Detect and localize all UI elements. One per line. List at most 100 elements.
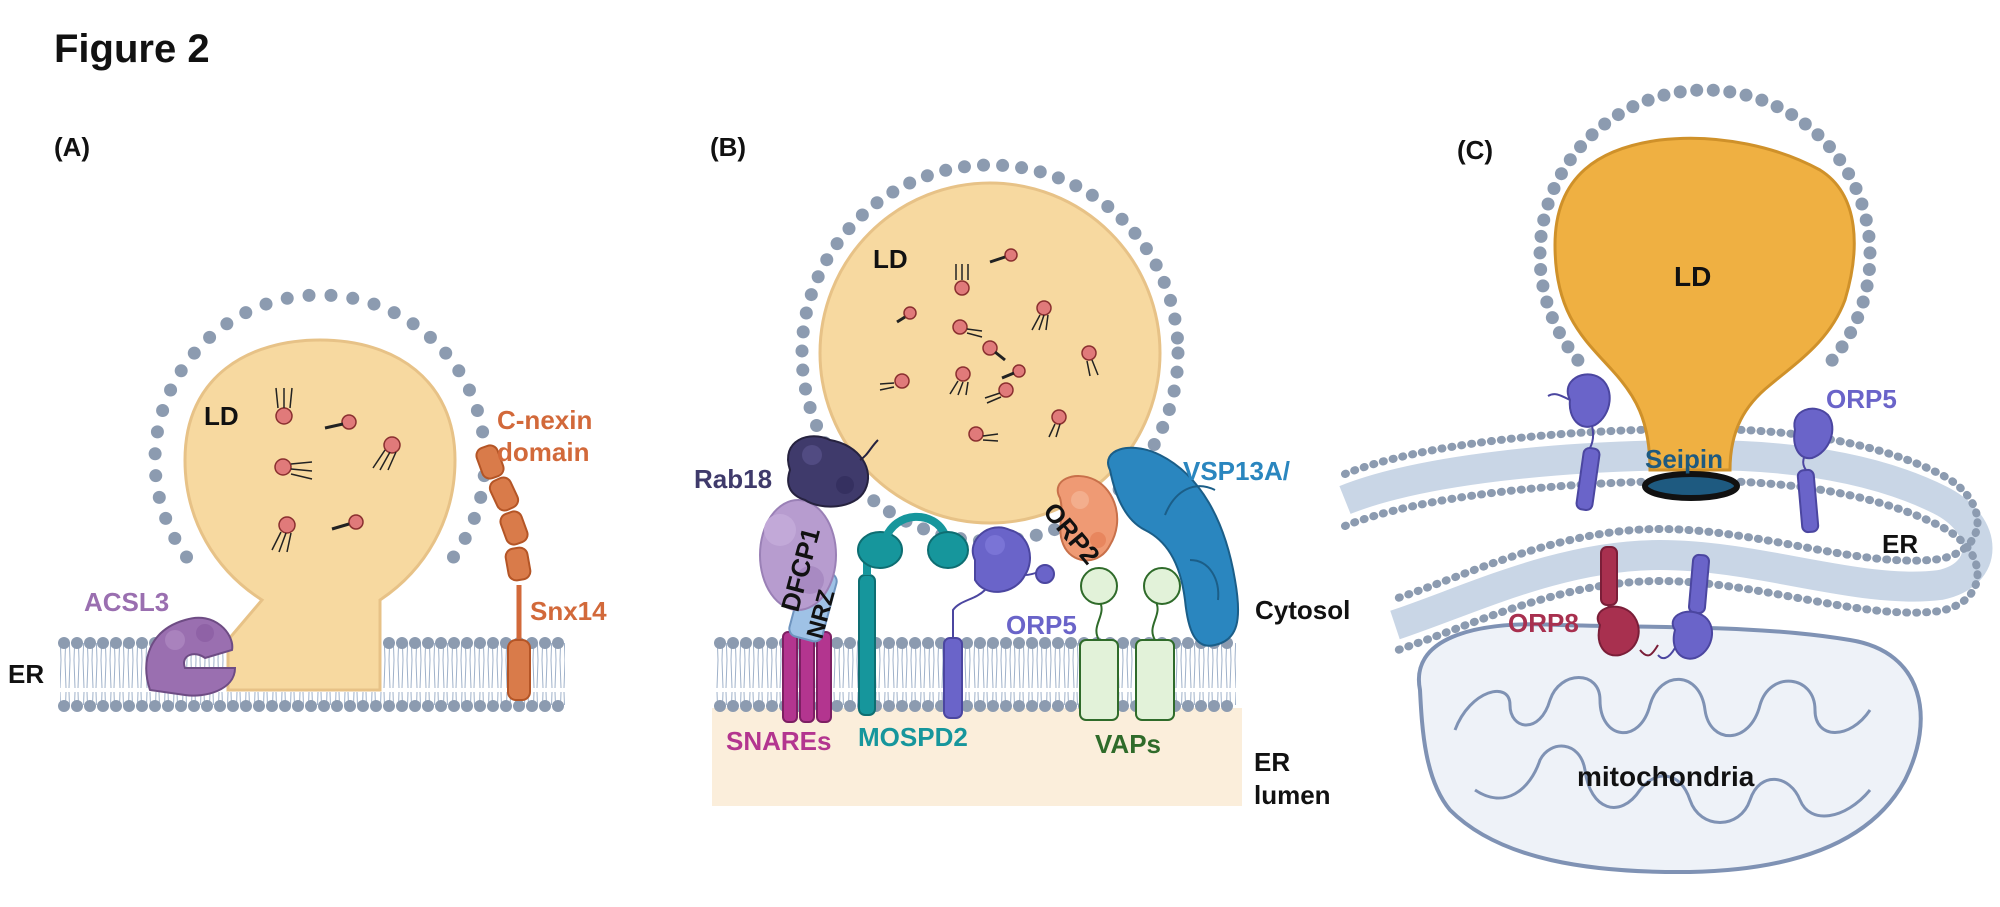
lipid-head <box>1723 85 1737 99</box>
lipid-head <box>279 700 291 712</box>
orp5-protein-c-left <box>1547 373 1611 512</box>
panel-a: (A) <box>8 132 607 712</box>
lipid-head <box>461 700 473 712</box>
lipid-head <box>1706 83 1720 97</box>
lipid-head <box>830 237 844 251</box>
lipid-head <box>1147 438 1161 452</box>
lipid-head <box>820 253 834 267</box>
er-lumen-label-line2: lumen <box>1254 780 1331 810</box>
lipid-head <box>1755 93 1769 107</box>
lipid-head <box>470 404 484 418</box>
lipid-head <box>331 700 343 712</box>
vaps-label: VAPs <box>1095 729 1161 759</box>
lipid-head <box>987 700 999 712</box>
lipid-head <box>1798 117 1812 131</box>
lipid-head <box>1534 262 1548 276</box>
mospd2-label: MOSPD2 <box>858 722 968 752</box>
lipid-head <box>883 637 895 649</box>
lipid-head <box>1128 226 1142 240</box>
lipid-head <box>1048 523 1062 537</box>
lipid-head <box>84 700 96 712</box>
lipid-head <box>526 700 538 712</box>
lipid-head <box>766 700 778 712</box>
lipid-head <box>305 700 317 712</box>
lipid-head <box>387 306 401 320</box>
lipid-head <box>152 490 166 504</box>
panel-b: (B) <box>694 132 1350 810</box>
lipid-head <box>71 700 83 712</box>
lipid-head <box>1811 128 1825 142</box>
lipid-head <box>896 700 908 712</box>
snx14-label: Snx14 <box>530 596 607 626</box>
lipid-head <box>882 505 896 519</box>
lipid-head <box>1863 246 1877 260</box>
lipid-head <box>1015 161 1029 175</box>
lipid-head <box>71 637 83 649</box>
lipid-head <box>1571 353 1585 367</box>
lipid-head <box>1626 100 1640 114</box>
lipid-head <box>903 176 917 190</box>
lipid-head <box>513 700 525 712</box>
lipid-head <box>714 700 726 712</box>
lipid-head <box>1033 165 1047 179</box>
lipid-head <box>1013 637 1025 649</box>
lipid-head <box>1739 88 1753 102</box>
neutral-lipids-b <box>879 248 1099 442</box>
lipid-head <box>383 700 395 712</box>
lipid-head <box>867 494 881 508</box>
lipid-head <box>1171 346 1185 360</box>
lipid-head <box>452 364 466 378</box>
lipid-head <box>467 511 481 525</box>
lipid-head <box>435 637 447 649</box>
orp5-protein-c-lower <box>1657 553 1714 660</box>
cytosol-label: Cytosol <box>1255 595 1350 625</box>
lipid-head <box>842 222 856 236</box>
lipid-head <box>1673 85 1687 99</box>
ld-label-b: LD <box>873 244 908 274</box>
lipid-head <box>1039 637 1051 649</box>
lipid-head <box>110 700 122 712</box>
lipid-head <box>961 700 973 712</box>
lipid-head <box>396 637 408 649</box>
lipid-head <box>409 700 421 712</box>
lipid-head <box>1117 637 1129 649</box>
lipid-head <box>174 364 188 378</box>
lipid-head <box>474 637 486 649</box>
lipid-head <box>1851 311 1865 325</box>
lipid-head <box>1540 295 1554 309</box>
acsl3-label: ACSL3 <box>84 587 169 617</box>
lipid-head <box>458 531 472 545</box>
lipid-head <box>1842 167 1856 181</box>
lipid-head <box>175 700 187 712</box>
lipid-head <box>1541 197 1555 211</box>
orp5-label-b: ORP5 <box>1006 610 1077 640</box>
lipid-head <box>446 550 460 564</box>
lipid-head <box>462 383 476 397</box>
lipid-head <box>957 160 971 174</box>
lipid-head <box>1221 700 1233 712</box>
orp2-protein <box>1056 475 1119 562</box>
lipid-head <box>324 288 338 302</box>
lipid-head <box>1585 128 1599 142</box>
lipid-head <box>150 425 164 439</box>
lipid-head <box>474 700 486 712</box>
lipid-head <box>1537 213 1551 227</box>
lipid-head <box>1051 171 1065 185</box>
lipid-head <box>409 637 421 649</box>
lipid-head <box>136 637 148 649</box>
ld-label-a: LD <box>204 401 239 431</box>
lipid-head <box>1534 229 1548 243</box>
lipid-head <box>435 700 447 712</box>
lipid-head <box>1862 229 1876 243</box>
lipid-head <box>422 637 434 649</box>
rab18-protein <box>787 435 879 508</box>
lipid-head <box>136 700 148 712</box>
lipid-head <box>1164 293 1178 307</box>
lipid-head <box>552 700 564 712</box>
lipid-head <box>318 700 330 712</box>
lipid-head <box>1552 326 1566 340</box>
lipid-head <box>1822 140 1836 154</box>
lipid-head <box>798 382 812 396</box>
lipid-head <box>487 700 499 712</box>
